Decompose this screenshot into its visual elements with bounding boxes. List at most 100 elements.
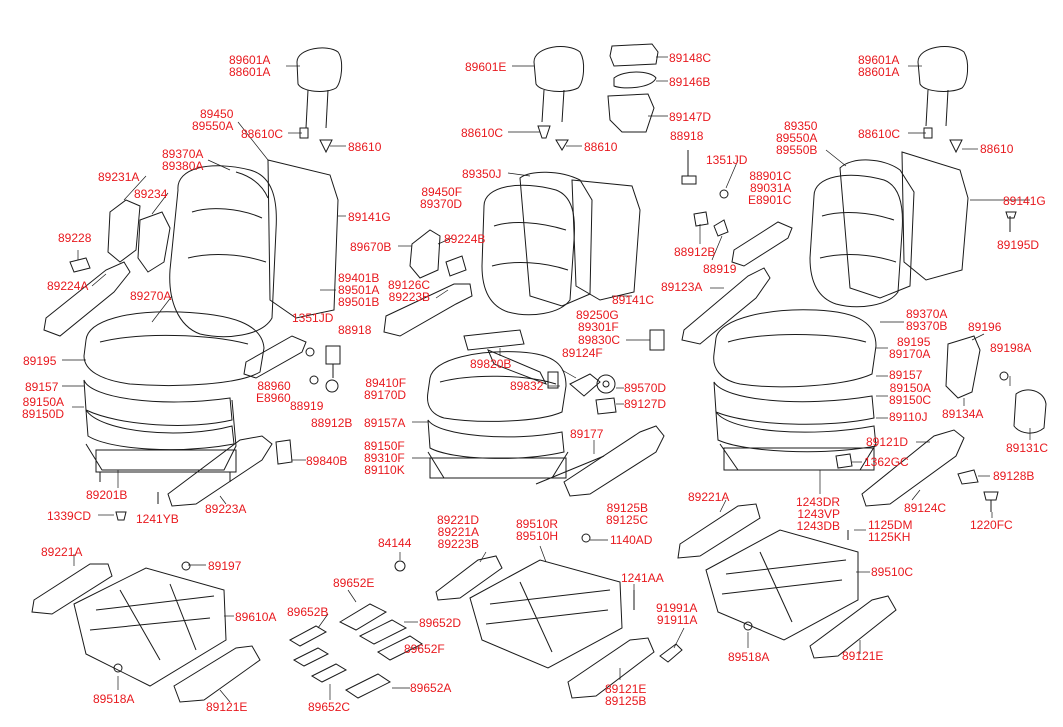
- center-mechanism-89570D: [595, 374, 617, 415]
- center-recliner-89670B: [409, 229, 441, 279]
- label-88610-center: 88610: [584, 140, 618, 154]
- left-seat-base-frame: [85, 399, 237, 471]
- label-88610C-center: 88610C: [461, 126, 504, 140]
- tie-91991A: [659, 643, 683, 663]
- label-89231A: 89231A: [98, 170, 140, 184]
- center-mechanism-89124F: [569, 373, 601, 397]
- label-89157-left: 89157: [25, 380, 59, 394]
- right-cover-89131C: [1013, 389, 1047, 434]
- label-89198A: 89198A: [990, 341, 1032, 355]
- label-89670B: 89670B: [350, 240, 392, 254]
- label-84144: 84144: [378, 536, 412, 550]
- center-seat-assembly: [383, 43, 665, 497]
- label-89832: 89832: [510, 379, 544, 393]
- left-seat-assembly: [43, 47, 343, 521]
- center-side-shield-89126C: [383, 283, 473, 337]
- bottom-left-track-89610A: [73, 567, 227, 687]
- label-89820B: 89820B: [470, 357, 512, 371]
- left-armrest-88960: [243, 335, 307, 379]
- label-89830C: 89830C: [578, 333, 621, 347]
- label-89518A-left: 89518A: [93, 692, 135, 706]
- left-headrest-guides: [299, 127, 333, 154]
- center-headrest: [533, 46, 585, 123]
- label-89601A-88601A-right: 89601A 88601A: [858, 53, 900, 79]
- left-buckle-89840B: [275, 439, 293, 465]
- label-89148C: 89148C: [669, 51, 712, 65]
- label-1243DR-1243VP-1243DB: 1243DR 1243VP 1243DB: [796, 495, 841, 533]
- center-latch-89224B: [445, 255, 467, 277]
- right-seat-cushion: [713, 309, 877, 388]
- label-1351JD-right: 1351JD: [706, 153, 748, 167]
- label-89126C-89223B: 89126C 89223B: [388, 278, 431, 304]
- label-89224A: 89224A: [47, 279, 89, 293]
- label-89370A-89380A: 89370A 89380A: [162, 147, 204, 173]
- label-1339CD: 1339CD: [47, 509, 92, 523]
- right-seat-assembly: [681, 46, 1047, 512]
- label-89652B: 89652B: [287, 605, 329, 619]
- label-89570D: 89570D: [624, 381, 667, 395]
- label-89124F: 89124F: [562, 346, 603, 360]
- left-recliner-cover-89234: [137, 211, 171, 273]
- label-89601A-88601A: 89601A 88601A: [229, 53, 271, 79]
- bottom-center-parts: [288, 533, 683, 699]
- right-headrest-guides: [923, 127, 963, 154]
- label-89652A: 89652A: [410, 681, 452, 695]
- label-89121E-89125B: 89121E 89125B: [605, 682, 647, 708]
- right-bolt-1220FC: [983, 491, 999, 501]
- label-89110J: 89110J: [889, 410, 928, 424]
- left-lever-89228: [69, 257, 91, 273]
- label-88610C-right: 88610C: [858, 127, 901, 141]
- center-backrest-layer: [519, 171, 593, 307]
- left-headrest: [296, 47, 343, 129]
- bottom-center-track-89510R: [469, 559, 623, 669]
- label-89224B: 89224B: [444, 232, 486, 246]
- label-1241AA: 1241AA: [621, 571, 664, 585]
- center-buckle-89830C: [649, 329, 665, 351]
- right-side-parts: [835, 211, 1047, 512]
- label-89652F: 89652F: [404, 642, 445, 656]
- label-89401B-89501A-89501B: 89401B 89501A 89501B: [338, 271, 380, 309]
- label-88901C-89031A-E8901C: 88901C 89031A E8901C: [748, 169, 792, 207]
- label-89141C: 89141C: [612, 293, 655, 307]
- label-88918-center: 88918: [670, 129, 704, 143]
- label-89124C: 89124C: [904, 501, 947, 515]
- label-89510R-89510H: 89510R 89510H: [516, 517, 559, 543]
- right-trim-89134A: [945, 335, 981, 399]
- leader-lines: [62, 56, 1031, 703]
- right-clip-89128B: [957, 469, 979, 485]
- label-89195-89170A: 89195 89170A: [889, 335, 931, 361]
- label-89601E: 89601E: [465, 60, 507, 74]
- right-clip-1362GC: [835, 453, 853, 469]
- right-backrest-cushion: [809, 174, 903, 308]
- left-seat-cushion: [83, 311, 265, 386]
- center-cable-89177: [535, 455, 605, 485]
- label-89350J: 89350J: [462, 167, 502, 181]
- label-89121E-bottom-left: 89121E: [206, 700, 248, 714]
- label-89123A: 89123A: [661, 280, 703, 294]
- bottom-left-cover-89221A: [31, 563, 113, 615]
- bottom-right-cover-89121E: [809, 595, 897, 659]
- label-89146B: 89146B: [669, 75, 711, 89]
- bottom-center-cover-89121E: [567, 637, 655, 699]
- label-89652C: 89652C: [308, 700, 351, 714]
- label-89150F-89310F-89110K: 89150F 89310F 89110K: [364, 439, 405, 477]
- label-89141G-left: 89141G: [348, 210, 391, 224]
- label-89221A-bottom-right: 89221A: [688, 490, 730, 504]
- label-88912B-right: 88912B: [674, 245, 716, 259]
- left-side-shield-89224A: [43, 261, 131, 337]
- label-89250G-89301F: 89250G 89301F: [576, 308, 619, 334]
- label-89450-89550A: 89450 89550A: [192, 107, 234, 133]
- label-89410F-89170D: 89410F 89170D: [364, 376, 407, 402]
- label-1351JD-left: 1351JD: [292, 311, 334, 325]
- left-backrest-cushion: [169, 165, 277, 338]
- center-seat-base-frame: [427, 451, 569, 479]
- label-89228: 89228: [58, 231, 92, 245]
- label-89125B-89125C: 89125B 89125C: [606, 501, 649, 527]
- center-headrest-guides: [537, 125, 569, 151]
- label-89196: 89196: [968, 320, 1002, 334]
- label-89350-89550A-89550B: 89350 89550A 89550B: [776, 119, 818, 157]
- label-1140AD: 1140AD: [610, 533, 653, 547]
- label-88919-left: 88919: [290, 399, 324, 413]
- right-backrest-layer: [839, 159, 915, 299]
- label-89610A: 89610A: [235, 610, 277, 624]
